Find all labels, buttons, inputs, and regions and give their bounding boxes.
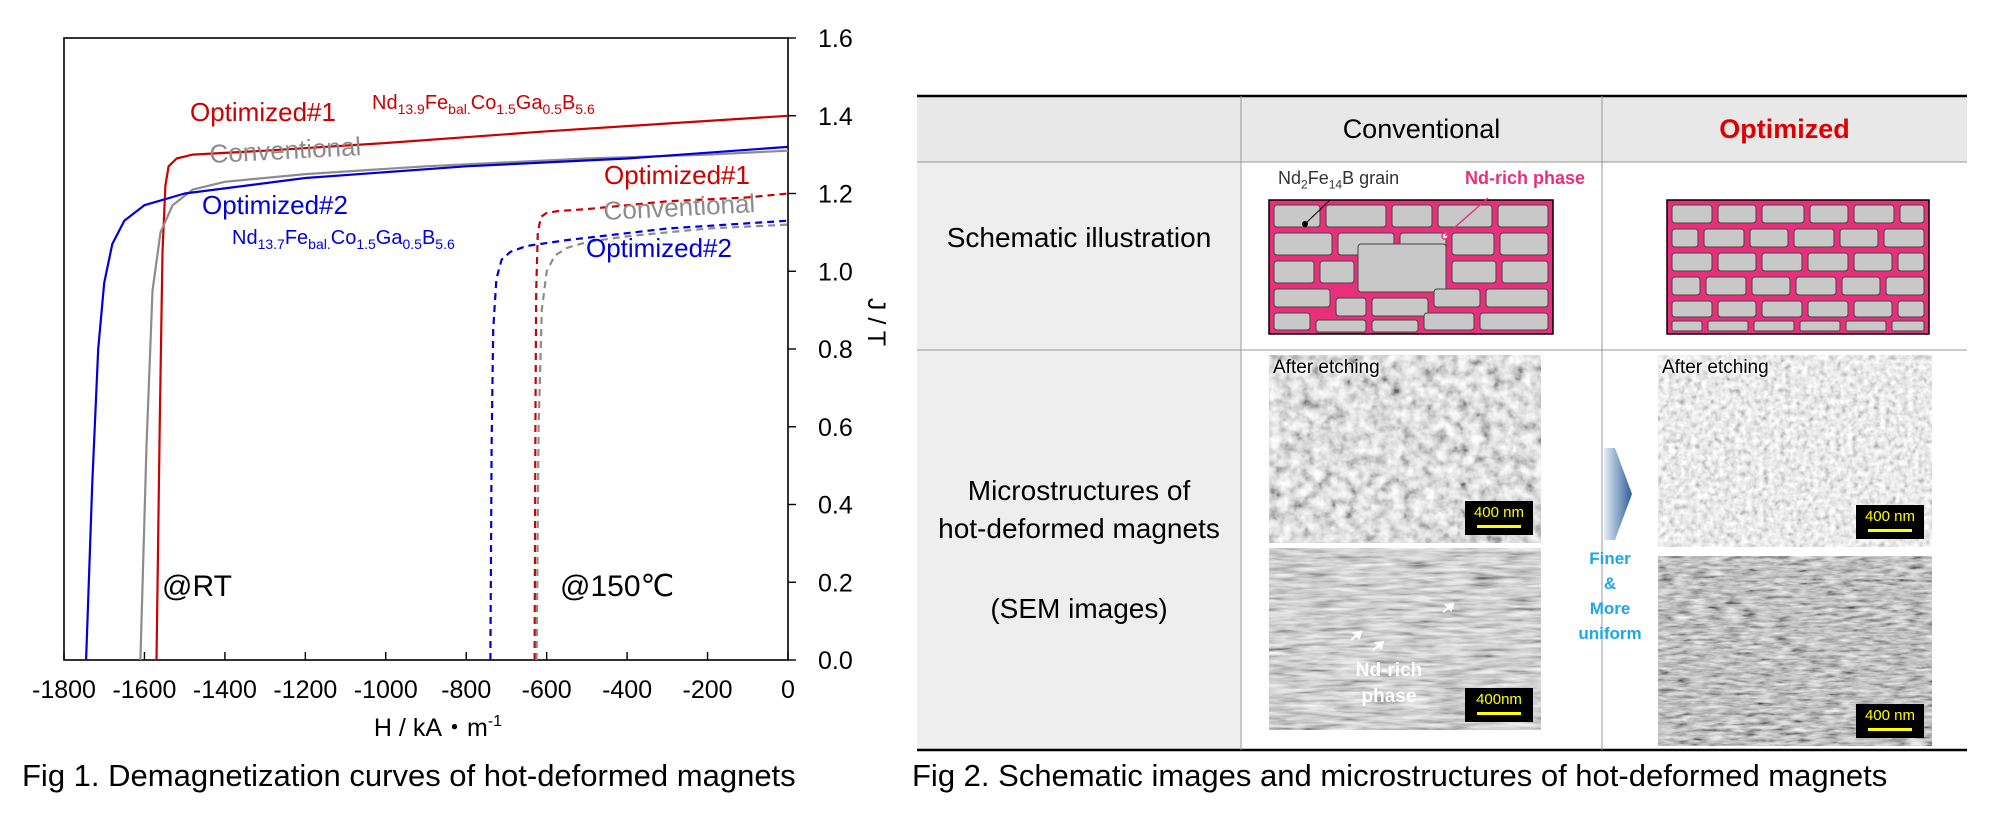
fig1-caption: Fig 1. Demagnetization curves of hot-def… <box>22 758 796 793</box>
schematic-conventional <box>1268 197 1554 335</box>
composition-optimized2: Nd13.7Febal.Co1.5Ga0.5B5.6 <box>232 227 455 252</box>
after-etching-label: After etching <box>1273 357 1380 378</box>
curve-conventional-rt <box>139 149 789 661</box>
y-tick-label: 0.2 <box>818 569 853 597</box>
y-tick-label: 0.0 <box>818 647 853 675</box>
y-tick-label: 1.2 <box>818 181 853 209</box>
x-tick-label: -1400 <box>193 676 257 704</box>
y-tick-label: 1.4 <box>818 103 853 131</box>
nd-rich-label: Nd-rich phase <box>1465 168 1586 188</box>
y-tick-label: 0.8 <box>818 336 853 364</box>
x-tick-label: -1000 <box>354 676 418 704</box>
condition-150c: @150℃ <box>560 570 674 603</box>
after-etching-label: After etching <box>1662 357 1769 378</box>
curve-optimized2-150c <box>489 219 789 661</box>
grain-label: Nd2Fe14B grain <box>1278 168 1400 192</box>
row-label-schematic: Schematic illustration <box>946 222 1212 253</box>
curve-conventional-150c <box>535 223 789 661</box>
y-tick-label: 0.6 <box>818 414 853 442</box>
x-tick-label: -600 <box>522 676 572 704</box>
scale-bar: 400 nm <box>1856 505 1924 539</box>
sem-conventional-etched: After etching 400 nm <box>1269 355 1541 543</box>
condition-rt: @RT <box>162 570 232 603</box>
curve-optimized1-150c <box>533 192 789 661</box>
x-tick-label: -800 <box>441 676 491 704</box>
demagnetization-chart: -1800 -1600 -1400 -1200 -1000 -800 -600 -400 -20… <box>32 25 890 740</box>
label-optimized1-150: Optimized#1 <box>604 160 750 190</box>
fig2-caption: Fig 2. Schematic images and microstructu… <box>912 758 1888 793</box>
curves <box>85 114 789 661</box>
x-tick-label: -400 <box>602 676 652 704</box>
y-axis-ticks: 0.0 0.2 0.4 0.6 0.8 1.0 1.2 1.4 1.6 <box>788 25 853 675</box>
y-tick-label: 1.0 <box>818 258 853 286</box>
row-label-micro-3: (SEM images) <box>990 593 1168 624</box>
scale-bar: 400 nm <box>1465 501 1533 535</box>
header-conventional: Conventional <box>1342 114 1501 144</box>
x-tick-label: -1600 <box>112 676 176 704</box>
label-optimized1-rt: Optimized#1 <box>190 97 336 127</box>
scale-bar: 400nm <box>1465 688 1533 722</box>
curve-optimized1-rt <box>155 114 789 661</box>
y-tick-label: 0.4 <box>818 492 853 520</box>
x-tick-label: -200 <box>683 676 733 704</box>
sem-optimized: 400 nm <box>1658 556 1932 746</box>
x-tick-label: -1800 <box>32 676 96 704</box>
row-label-micro-2: hot-deformed magnets <box>938 513 1220 544</box>
scale-bar: 400 nm <box>1856 704 1924 738</box>
y-tick-label: 1.6 <box>818 25 853 53</box>
x-tick-label: -1200 <box>273 676 337 704</box>
label-optimized2-150: Optimized#2 <box>586 233 732 263</box>
y-axis-label: J / T <box>862 298 890 346</box>
improvement-arrow <box>1604 448 1632 540</box>
header-optimized: Optimized <box>1719 114 1850 144</box>
sem-optimized-etched: After etching 400 nm <box>1658 355 1932 547</box>
x-axis-ticks: -1800 -1600 -1400 -1200 -1000 -800 -600 -400 -20… <box>32 652 795 704</box>
composition-optimized1: Nd13.9Febal.Co1.5Ga0.5B5.6 <box>372 92 595 117</box>
x-axis-label: H / kA・m-1 <box>374 713 502 740</box>
curve-optimized2-rt <box>85 145 789 661</box>
schematic-optimized <box>1666 199 1930 335</box>
label-optimized2-rt: Optimized#2 <box>202 190 348 220</box>
x-tick-label: 0 <box>781 676 795 704</box>
row-label-micro-1: Microstructures of <box>967 475 1191 506</box>
